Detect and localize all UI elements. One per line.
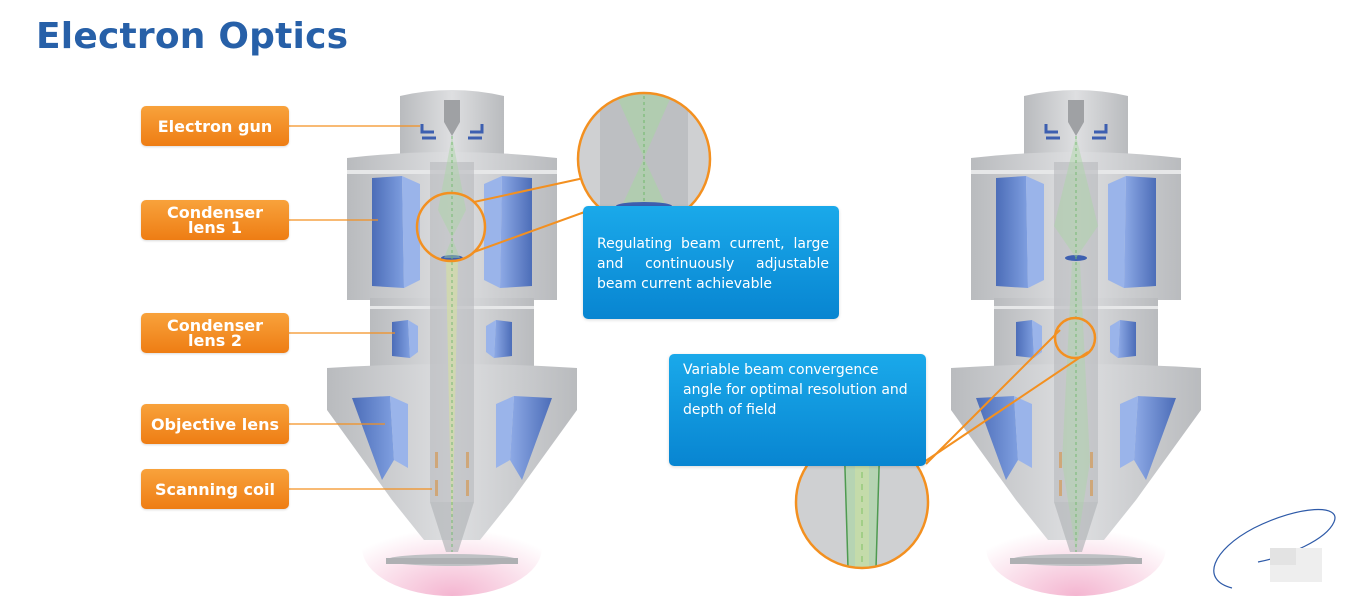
label-condenser-lens-2: Condenser lens 2 <box>141 313 289 353</box>
microscope-column-left <box>325 88 579 598</box>
callout-beam-current: Regulating beam current, large and conti… <box>583 206 839 319</box>
label-condenser-lens-1: Condenser lens 1 <box>141 200 289 240</box>
beam-right <box>1054 136 1098 552</box>
decorative-swoosh <box>1213 508 1336 589</box>
label-objective-lens: Objective lens <box>141 404 289 444</box>
beam-left <box>438 136 466 552</box>
callout-convergence-angle: Variable beam convergence angle for opti… <box>669 354 926 466</box>
label-scanning-coil: Scanning coil <box>141 469 289 509</box>
label-leader-lines <box>289 125 432 490</box>
page-title: Electron Optics <box>36 16 349 57</box>
label-electron-gun: Electron gun <box>141 106 289 146</box>
microscope-column-right <box>949 88 1203 598</box>
zoom-callout-1 <box>415 91 712 263</box>
